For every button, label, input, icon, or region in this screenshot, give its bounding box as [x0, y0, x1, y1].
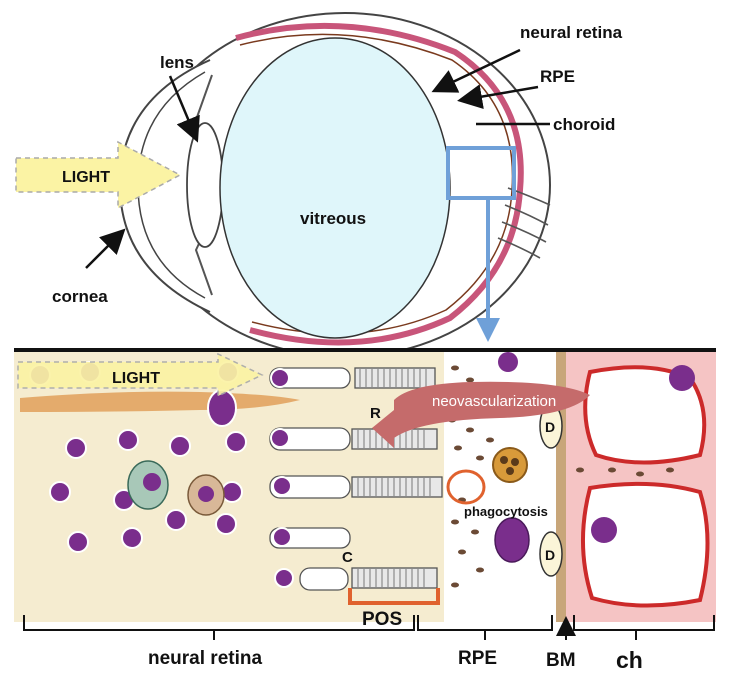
neural-retina-label: neural retina [520, 23, 623, 42]
vitreous-body [219, 37, 451, 339]
eye-cross-section: LIGHT neural retina RPE choroid lens vit… [15, 12, 623, 358]
retina-band [235, 22, 524, 346]
pos-label: POS [362, 609, 402, 630]
retina-detail: D D [14, 348, 716, 673]
zoom-arrow [476, 318, 500, 342]
bruch-membrane [556, 350, 566, 622]
neovascularization-arrow [372, 381, 590, 448]
rpe-nucleus-top [498, 352, 518, 372]
vitreous-label: vitreous [300, 209, 366, 228]
choroid-vessel-1 [583, 365, 707, 465]
ganglion-nucleus [207, 389, 237, 427]
light-label-detail: LIGHT [112, 370, 160, 387]
phagocytosis-label: phagocytosis [464, 504, 548, 519]
bm-label: BM [546, 650, 576, 671]
cornea-label: cornea [52, 287, 108, 306]
choroid-label: choroid [553, 115, 615, 134]
drusen-top-marker: D [545, 419, 555, 435]
choroid-vessel-2 [580, 481, 710, 608]
phagocytosis-circle [446, 469, 486, 505]
light-arrow-detail [17, 352, 264, 398]
light-label: LIGHT [62, 169, 110, 186]
drusen-bottom-marker: D [545, 547, 555, 563]
choroid-cell-nucleus-2 [669, 365, 695, 391]
highlight-box [446, 146, 516, 200]
pos-bracket [348, 588, 440, 605]
drusen-bottom [539, 531, 563, 577]
rpe-bottom-label: RPE [458, 648, 497, 669]
neural-retina-bottom-label: neural retina [148, 648, 262, 669]
cone-marker: C [342, 549, 353, 566]
rpe-label: RPE [540, 67, 575, 86]
ch-label: ch [616, 647, 643, 673]
lens-shape [186, 122, 224, 248]
light-arrow [15, 140, 182, 210]
rpe-nucleus [494, 517, 530, 563]
choroid-cell-nucleus [591, 517, 617, 543]
optic-nerve [497, 187, 551, 259]
neovascularization-label: neovascularization [432, 393, 556, 410]
rod-marker: R [370, 405, 381, 422]
lens-label: lens [160, 53, 194, 72]
macrophage [492, 447, 528, 483]
